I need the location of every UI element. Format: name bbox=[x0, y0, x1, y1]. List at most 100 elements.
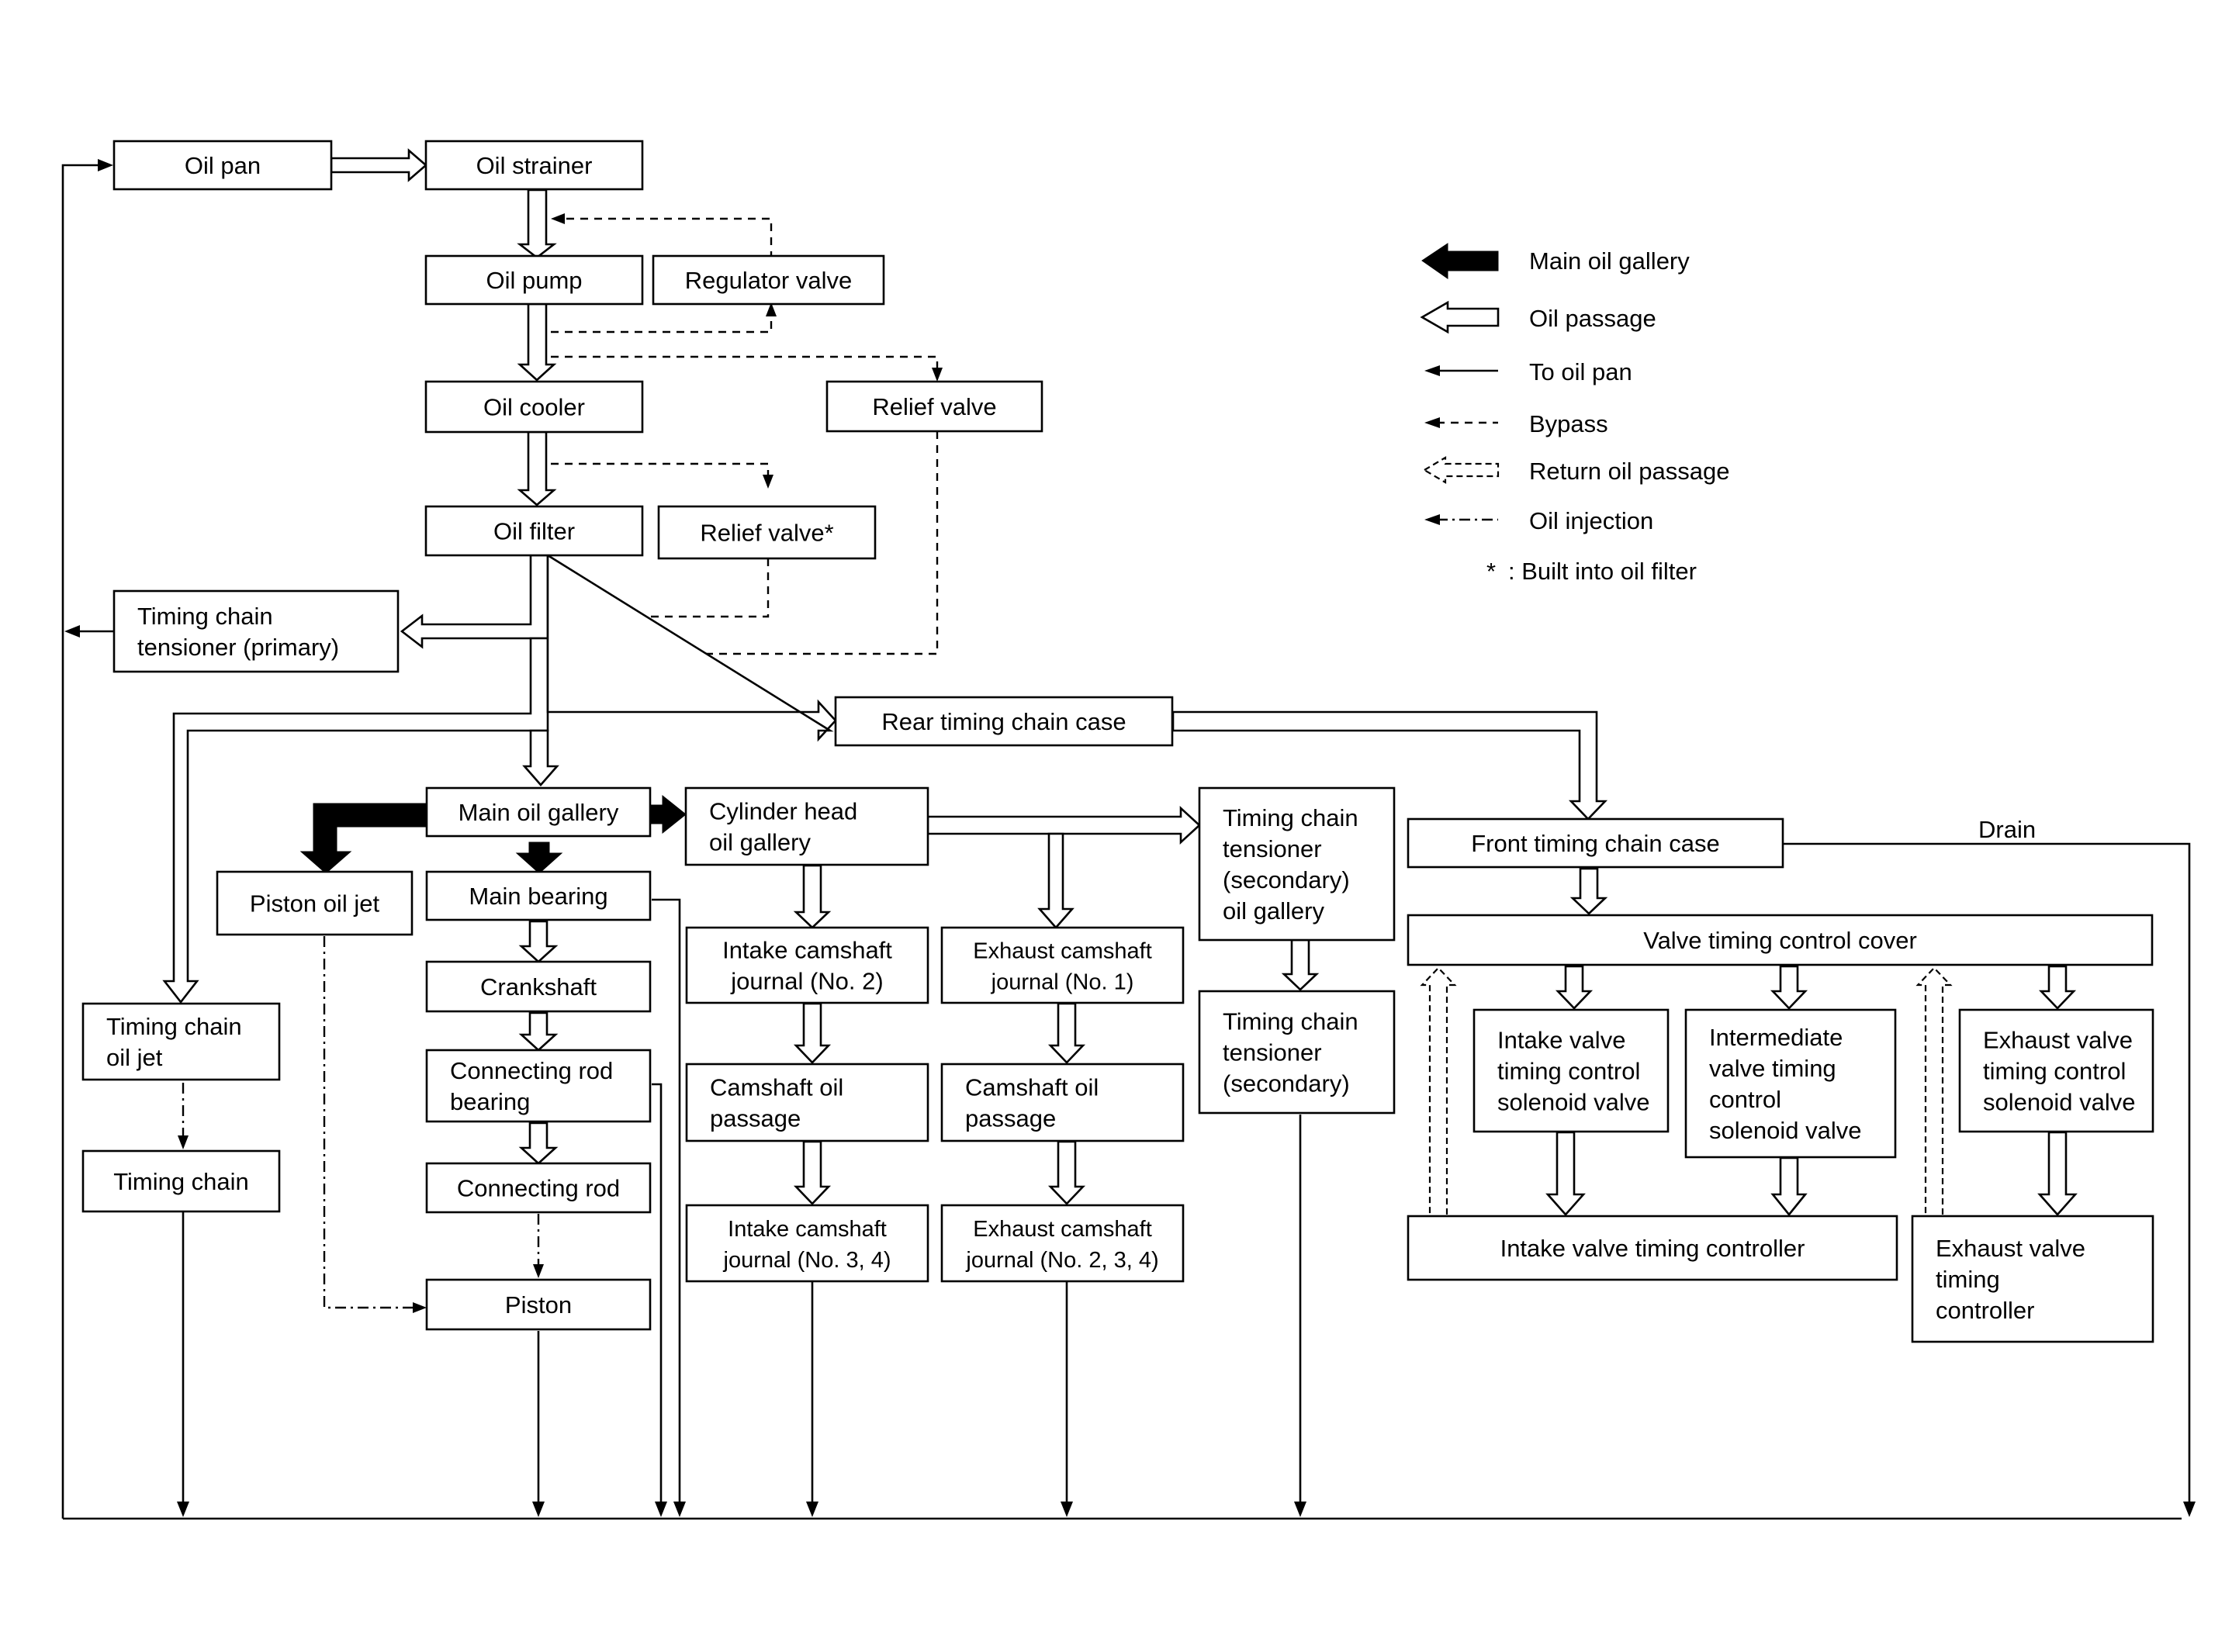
tensioner-secondary-gallery-label-line-3: (secondary) bbox=[1223, 866, 1350, 893]
vtc-cover-label-line-1: Valve timing control cover bbox=[1643, 927, 1917, 954]
intake-solenoid-label-line-3: solenoid valve bbox=[1497, 1089, 1649, 1116]
main-gallery-label-line-1: Main oil gallery bbox=[459, 799, 619, 826]
bypass-regulator-to-strainer bbox=[559, 217, 773, 259]
oil-pump-box-frame bbox=[424, 254, 644, 306]
front-case-box: Front timing chain case bbox=[1407, 817, 1784, 869]
passage-to-rear-case bbox=[546, 553, 837, 742]
passage-cover-to-intake-solenoid bbox=[1555, 965, 1594, 1010]
main-gallery-to-main-bearing bbox=[515, 842, 563, 874]
chain-jet-label-line-2: oil jet bbox=[106, 1044, 163, 1071]
passage-pan-to-strainer bbox=[330, 148, 427, 182]
tensioner-secondary-gallery-box-frame bbox=[1198, 786, 1396, 942]
return-arrowhead-left bbox=[64, 625, 80, 638]
exhaust-journal-234-label-line-1: Exhaust camshaft bbox=[973, 1217, 1152, 1242]
relief-valve-star-box: Relief valve* bbox=[657, 505, 877, 560]
tensioner-secondary-label-line-1: Timing chain bbox=[1223, 1008, 1358, 1035]
injection-piston-jet bbox=[323, 936, 416, 1309]
cyl-head-gallery-label-line-2: oil gallery bbox=[709, 829, 811, 856]
main-gallery-to-piston-jet bbox=[299, 803, 429, 874]
exhaust-journal-234-label-line-2: journal (No. 2, 3, 4) bbox=[965, 1248, 1158, 1273]
cam-passage-in-box-frame bbox=[685, 1063, 929, 1142]
passage-crankshaft-to-conrod-bearing bbox=[518, 1011, 559, 1052]
oil-cooler-label-line-1: Oil cooler bbox=[483, 394, 585, 421]
main-gallery-box: Main oil gallery bbox=[425, 786, 652, 838]
main-gallery-box-frame bbox=[425, 786, 652, 838]
return-passage-intake-controller bbox=[1420, 966, 1457, 1219]
passage-cam-passage-to-intake-journal-34 bbox=[793, 1140, 832, 1205]
thin-arrow-icon-head bbox=[1424, 365, 1440, 376]
passage-exhaust-journal-to-cam-passage bbox=[1047, 1002, 1086, 1064]
piston-jet-box: Piston oil jet bbox=[216, 870, 414, 936]
cam-passage-ex-box: Camshaft oil passage bbox=[940, 1063, 1185, 1142]
cam-passage-ex-label-line-2: passage bbox=[965, 1105, 1056, 1132]
chain-jet-label-line-1: Timing chain bbox=[106, 1013, 242, 1040]
relief-valve-box-frame bbox=[825, 380, 1043, 433]
relief-valve-box: Relief valve bbox=[825, 380, 1043, 433]
tensioner-secondary-gallery-label-line-2: tensioner bbox=[1223, 835, 1322, 862]
exhaust-journal-234-box-frame bbox=[940, 1204, 1185, 1283]
bypass-cooler-to-relief-star bbox=[551, 462, 770, 479]
intake-controller-label-line-1: Intake valve timing controller bbox=[1500, 1235, 1805, 1262]
piston-jet-label-line-1: Piston oil jet bbox=[250, 890, 380, 918]
legend-label-bypass: Bypass bbox=[1529, 410, 1608, 437]
piston-box-frame bbox=[425, 1278, 652, 1331]
regulator-valve-box: Regulator valve bbox=[652, 254, 885, 306]
conrod-label-line-1: Connecting rod bbox=[457, 1175, 620, 1202]
legend-note-star: * bbox=[1486, 558, 1496, 585]
legend-note: : Built into oil filter bbox=[1508, 558, 1697, 585]
conrod-bearing-label-line-2: bearing bbox=[450, 1088, 530, 1115]
front-case-label-line-1: Front timing chain case bbox=[1471, 830, 1719, 857]
oil-cooler-box: Oil cooler bbox=[424, 380, 644, 434]
cyl-head-gallery-label-line-1: Cylinder head bbox=[709, 798, 857, 825]
chain-jet-box: Timing chain oil jet bbox=[81, 1002, 281, 1081]
injection-head-piston-jet bbox=[413, 1302, 427, 1313]
timing-chain-box-frame bbox=[81, 1149, 281, 1213]
tensioner-secondary-label-line-2: tensioner bbox=[1223, 1039, 1322, 1066]
connectors bbox=[61, 148, 2196, 1520]
oil-pump-box: Oil pump bbox=[424, 254, 644, 306]
tensioner-secondary-box: Timing chain tensioner (secondary) bbox=[1198, 990, 1396, 1115]
solid-thick-arrow-icon bbox=[1421, 243, 1499, 279]
dashed-arrow-icon-head bbox=[1424, 417, 1440, 428]
relief-valve-star-label-line-1: Relief valve* bbox=[700, 520, 833, 547]
main-bearing-box: Main bearing bbox=[425, 870, 652, 921]
timing-chain-label-line-1: Timing chain bbox=[113, 1168, 249, 1195]
tensioner-primary-box-frame bbox=[112, 589, 400, 673]
intake-journal-2-box-frame bbox=[685, 926, 929, 1004]
main-bearing-box-frame bbox=[425, 870, 652, 921]
exhaust-journal-1-label-line-1: Exhaust camshaft bbox=[973, 939, 1152, 964]
drop-conrod-bearing bbox=[652, 1083, 663, 1508]
conrod-box: Connecting rod bbox=[425, 1162, 652, 1214]
vtc-cover-box: Valve timing control cover bbox=[1407, 914, 2154, 966]
tensioner-secondary-gallery-label-line-1: Timing chain bbox=[1223, 804, 1358, 831]
chain-jet-box-frame bbox=[81, 1002, 281, 1081]
passage-head-to-intake-journal-2 bbox=[793, 864, 832, 929]
relief-valve-star-box-frame bbox=[657, 505, 877, 560]
tensioner-secondary-label-line-3: (secondary) bbox=[1223, 1070, 1350, 1097]
passage-cam-passage-to-exhaust-journal-234 bbox=[1047, 1140, 1086, 1205]
timing-chain-box: Timing chain bbox=[81, 1149, 281, 1213]
return-passage-exhaust-controller bbox=[1915, 966, 1953, 1219]
bypass-head-relief bbox=[932, 368, 943, 382]
piston-label-line-1: Piston bbox=[505, 1291, 572, 1318]
exhaust-solenoid-label-line-1: Exhaust valve bbox=[1983, 1027, 2133, 1054]
tensioner-primary-label-line-2: tensioner (primary) bbox=[137, 634, 339, 661]
conrod-bearing-label-line-1: Connecting rod bbox=[450, 1057, 613, 1084]
rear-case-label-line-1: Rear timing chain case bbox=[881, 708, 1126, 735]
return-arrowhead-oil-pan bbox=[98, 159, 113, 171]
oil-filter-box: Oil filter bbox=[424, 505, 644, 557]
drop-head-intake-journal bbox=[806, 1502, 818, 1517]
bypass-pump-to-relief bbox=[551, 355, 939, 372]
drop-head-drain bbox=[2183, 1502, 2196, 1517]
cam-passage-ex-label-line-1: Camshaft oil bbox=[965, 1074, 1099, 1101]
crankshaft-box: Crankshaft bbox=[425, 960, 652, 1013]
passage-to-exhaust-journal-1 bbox=[1037, 832, 1075, 929]
intermediate-solenoid-box-frame bbox=[1684, 1008, 1897, 1159]
passage-pump-to-cooler bbox=[517, 302, 557, 382]
